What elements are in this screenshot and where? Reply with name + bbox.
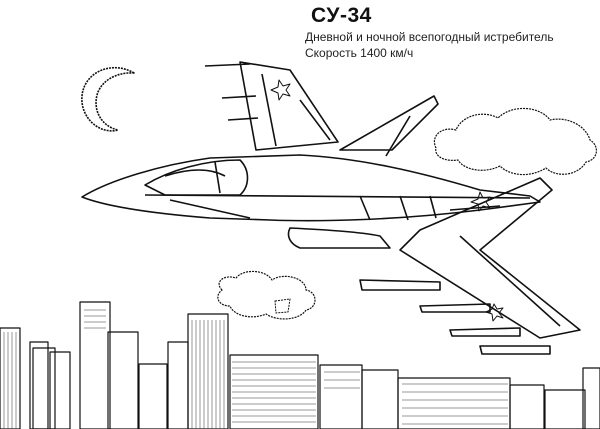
jet-icon xyxy=(81,61,581,355)
speed-line: Скорость 1400 км/ч xyxy=(305,46,414,60)
city-skyline-icon xyxy=(0,301,600,429)
description-line: Дневной и ночной всепогодный истребитель xyxy=(305,30,554,44)
crescent-moon-icon xyxy=(81,67,135,132)
cloud-mid-icon xyxy=(217,270,316,320)
cloud-right-icon xyxy=(433,107,597,176)
page-title: СУ-34 xyxy=(311,4,372,27)
